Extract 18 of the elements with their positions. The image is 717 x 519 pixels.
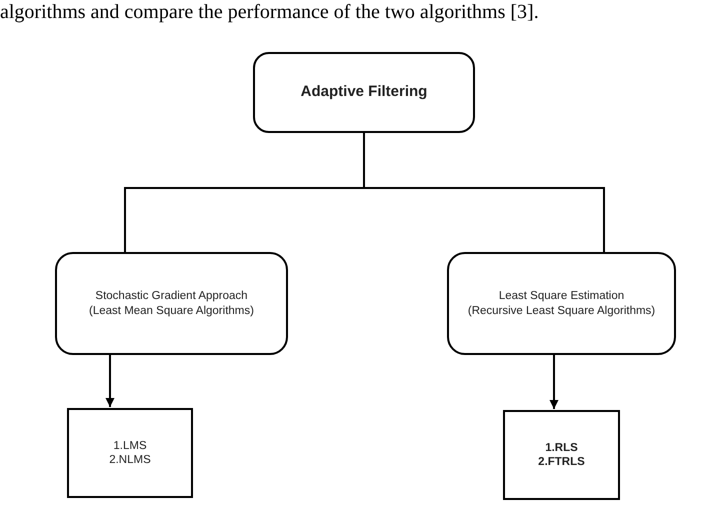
process-box xyxy=(253,52,475,133)
body-text: algorithms and compare the performance of the two algorithms [3]. xyxy=(0,0,539,24)
node-text: Least Square Estimation xyxy=(498,289,624,304)
connector-line xyxy=(363,133,605,252)
process-box xyxy=(55,252,288,355)
node-text: (Recursive Least Square Algorithms) xyxy=(468,304,656,318)
node-text: 2.FTRLS xyxy=(538,455,585,470)
list-box xyxy=(67,408,193,498)
node-text: 1.LMS xyxy=(113,438,147,453)
node-text: Adaptive Filtering xyxy=(300,83,428,102)
arrow xyxy=(550,355,558,409)
node-text: (Least Mean Square Algorithms) xyxy=(89,304,254,318)
process-box xyxy=(447,252,676,355)
list-box xyxy=(503,410,620,500)
node-text: 1.RLS xyxy=(545,440,578,455)
node-text: 2.NLMS xyxy=(109,453,151,468)
arrow xyxy=(106,355,114,407)
node-text: Stochastic Gradient Approach xyxy=(95,289,248,304)
